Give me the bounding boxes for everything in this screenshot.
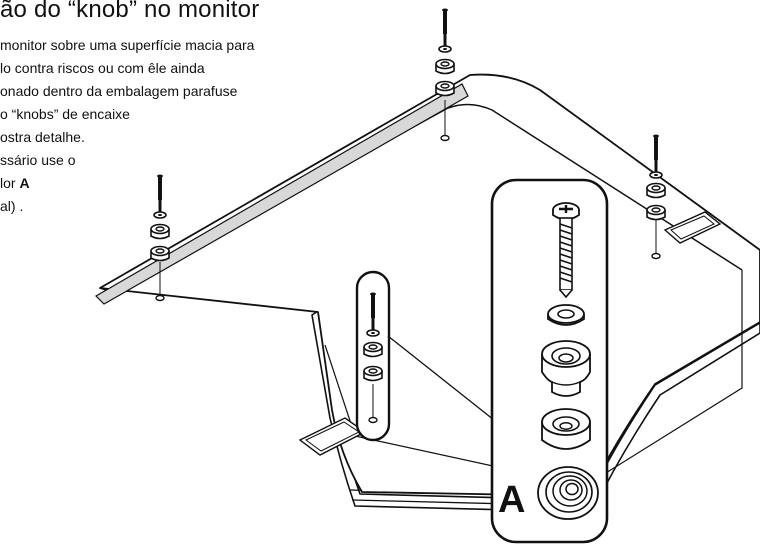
monitor-body <box>95 73 760 513</box>
instruction-line-2: lo contra riscos ou com êle ainda <box>0 60 205 76</box>
instruction-line-3: onado dentro da embalagem parafuse <box>0 83 238 99</box>
detail-panel-a: A <box>490 178 609 544</box>
instruction-line-4: o “knobs” de encaixe <box>0 106 130 122</box>
instruction-line-7: lor A <box>0 175 30 192</box>
instruction-line-1: monitor sobre uma superfície macia para <box>0 37 255 53</box>
knob-assembly-left <box>150 174 170 262</box>
page-title: ão do “knob” no monitor <box>0 0 260 23</box>
detail-label: A <box>498 479 525 521</box>
instruction-line-5: ostra detalhe. <box>0 129 85 145</box>
detail-plain-knob <box>541 408 591 450</box>
detail-stepped-knob <box>541 340 591 397</box>
instruction-bold-letter: A <box>19 175 30 191</box>
instruction-line-8: al) . <box>0 198 24 214</box>
detail-knob-bottom-view <box>537 466 599 520</box>
knob-assembly-top <box>435 8 455 97</box>
detail-washer <box>547 304 585 326</box>
knob-assembly-right <box>646 134 666 221</box>
instruction-line-7-text: lor <box>0 175 16 191</box>
highlight-callout <box>355 270 495 442</box>
detail-screw <box>552 202 580 299</box>
instruction-line-6: ssário use o <box>0 152 76 168</box>
